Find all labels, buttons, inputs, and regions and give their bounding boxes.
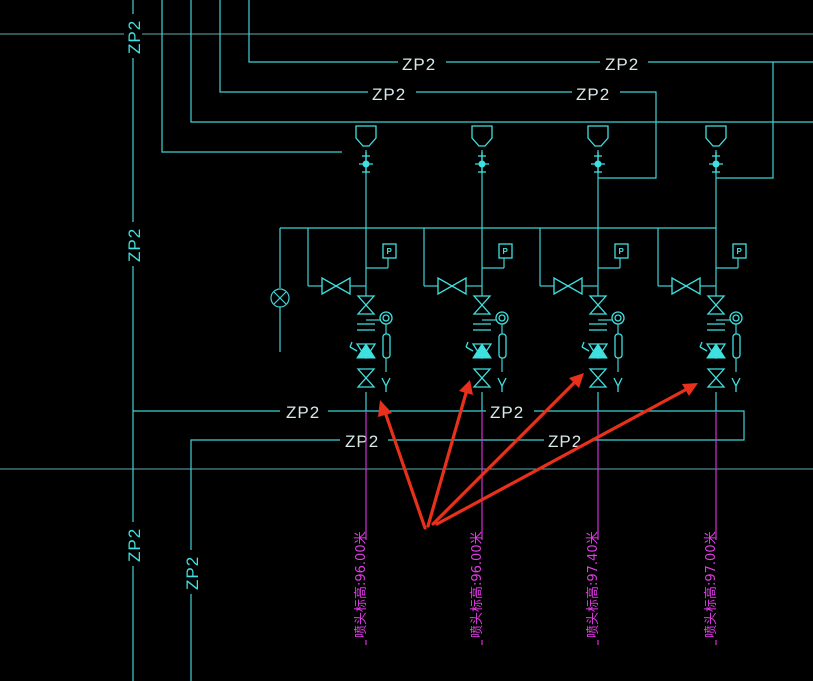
funnel-tank [587, 125, 609, 147]
pipe-label-h1b: ZP2 [605, 55, 639, 74]
gauge-dial [495, 311, 509, 325]
arrowhead-1 [378, 400, 392, 417]
pipe-label-h3b: ZP2 [490, 403, 524, 422]
arrow-2 [426, 391, 468, 528]
gate-valve-horizontal [671, 276, 701, 296]
retard-chamber [382, 333, 391, 359]
sprinkler-drop-4: 喷头标高:97.00米 [703, 411, 719, 645]
pressure-gauge-box [382, 243, 397, 259]
drain-funnel [497, 377, 507, 392]
gate-valve-upper [588, 295, 608, 315]
pipe-label-h1a: ZP2 [402, 55, 436, 74]
pipe-label-v1: ZP2 [125, 20, 144, 54]
branch-pipes-bottom: ZP2 ZP2 ZP2 ZP2 ZP2 [133, 400, 745, 681]
pipe-label-v4: ZP2 [183, 556, 202, 590]
sprinkler-drop-3: 喷头标高:97.40米 [585, 411, 601, 645]
pipe-label-h4b: ZP2 [548, 432, 582, 451]
valve-assembly-1: P [307, 125, 397, 411]
drain-funnel [613, 377, 623, 392]
arrowhead-4 [682, 383, 698, 396]
pressure-gauge-box [498, 243, 513, 259]
alarm-check-valve [706, 343, 726, 359]
pipe-labels-top: ZP2 ZP2 ZP2 ZP2 [368, 52, 648, 104]
gate-valve-lower [356, 368, 376, 388]
alarm-check-valve [472, 343, 492, 359]
sprinkler-drop-2: 喷头标高:96.00米 [469, 411, 485, 645]
pipe-label-v2: ZP2 [125, 228, 144, 262]
gate-valve-horizontal [321, 276, 351, 296]
arrowhead-2 [459, 380, 473, 395]
arrow-4 [435, 387, 689, 526]
pipe-label-h3a: ZP2 [286, 403, 320, 422]
funnel-tank [705, 125, 727, 147]
arrow-3 [431, 380, 577, 526]
funnel-tank [471, 125, 493, 147]
valve-assembly-3: P [539, 125, 629, 411]
gauge-dial [729, 311, 743, 325]
sprinkler-elevation-label-3: 喷头标高:97.40米 [585, 531, 601, 638]
drain-funnel [381, 377, 391, 392]
valve-assembly-2: P [423, 125, 513, 411]
vertical-pipe-left: ZP2 ZP2 ZP2 [124, 0, 144, 681]
pressure-gauge-box [614, 243, 629, 259]
branch-pipes-top [161, 0, 813, 179]
retard-chamber [498, 333, 507, 359]
sprinkler-elevation-label-1: 喷头标高:96.00米 [353, 531, 369, 638]
gate-valve-lower [472, 368, 492, 388]
pipe-label-h2a: ZP2 [372, 85, 406, 104]
gate-valve-upper [706, 295, 726, 315]
pipe-label-h4a: ZP2 [345, 432, 379, 451]
gauge-dial [611, 311, 625, 325]
gate-valve-lower [706, 368, 726, 388]
sprinkler-elevation-label-4: 喷头标高:97.00米 [703, 531, 719, 638]
gate-valve-horizontal [437, 276, 467, 296]
gate-valve-upper [472, 295, 492, 315]
alarm-check-valve [356, 343, 376, 359]
header-pipe [270, 227, 716, 352]
gauge-dial [379, 311, 393, 325]
gate-valve-lower [588, 368, 608, 388]
sprinkler-drop-1: 喷头标高:96.00米 [353, 411, 369, 645]
funnel-tank [355, 125, 377, 147]
pipe-label-v3: ZP2 [125, 528, 144, 562]
valve-assembly-4: P [657, 125, 747, 411]
pressure-gauge-label: P [503, 247, 509, 256]
arrowhead-3 [569, 373, 584, 388]
pressure-gauge-label: P [387, 247, 393, 256]
pressure-gauge-label: P [737, 247, 743, 256]
gate-valve-upper [356, 295, 376, 315]
pressure-gauge-label: P [619, 247, 625, 256]
drain-funnel [731, 377, 741, 392]
arrow-1 [383, 410, 427, 530]
sprinkler-elevation-labels: 喷头标高:96.00米 喷头标高:96.00米 喷头标高:97.40米 喷头标高:97… [353, 411, 719, 645]
gate-valve-horizontal [553, 276, 583, 296]
retard-chamber [614, 333, 623, 359]
annotation-arrows [378, 373, 698, 530]
pressure-gauge-box [732, 243, 747, 259]
retard-chamber [732, 333, 741, 359]
sprinkler-elevation-label-2: 喷头标高:96.00米 [469, 531, 485, 638]
pipe-label-h2b: ZP2 [576, 85, 610, 104]
alarm-check-valve [588, 343, 608, 359]
